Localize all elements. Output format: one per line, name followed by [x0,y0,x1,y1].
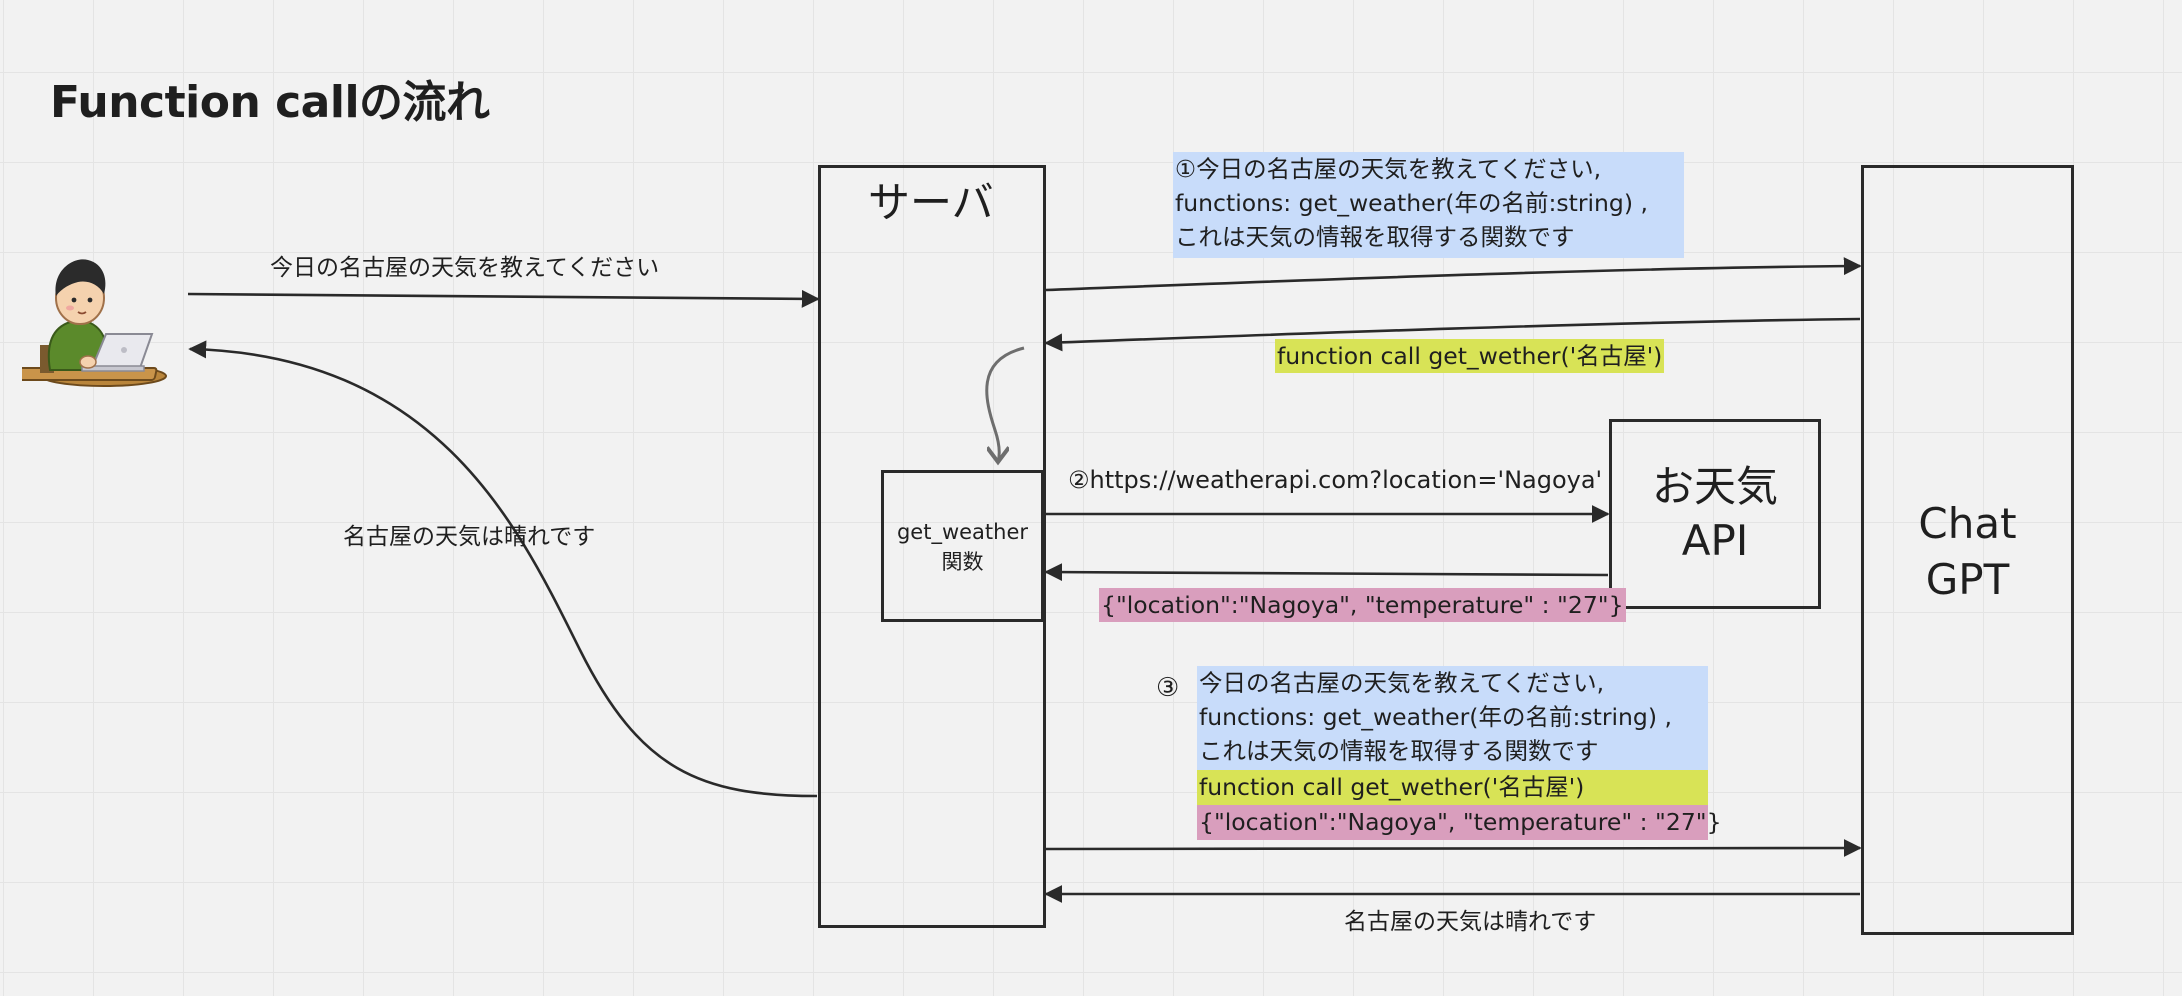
arrow-server-to-user [188,340,818,798]
user-request-label: 今日の名古屋の天気を教えてください [270,255,660,281]
step3-pink-note: {"location":"Nagoya", "temperature" : "2… [1197,805,1722,840]
user-response-label: 名古屋の天気は晴れです [343,524,596,550]
server-label: サーバ [868,178,994,227]
function-box [881,470,1044,622]
person-at-laptop-icon [22,259,167,387]
chatgpt-label: Chat GPT [1918,499,2017,604]
arrow-gpt-to-server-1 [1044,317,1861,352]
api-result-note: {"location":"Nagoya", "temperature" : "2… [1099,588,1626,622]
arrow-server-to-gpt-2 [1045,839,1862,858]
arrow-internal-call [985,346,1025,462]
arrow-user-to-server [187,289,820,308]
step2-url-label: ②https://weatherapi.com?location='Nagoya… [1068,466,1603,494]
step3-marker: ③ [1156,673,1180,703]
gpt-response-label: 名古屋の天気は晴れです [1344,909,1597,935]
step3-blue-note: 今日の名古屋の天気を教えてください, functions: get_weathe… [1197,666,1708,770]
arrow-server-to-gpt-1 [1045,257,1862,292]
step3-yellow-note: function call get_wether('名古屋') [1197,770,1708,805]
weather-api-box [1609,419,1821,609]
function-label: get_weather 関数 [896,520,1029,574]
arrow-api-to-server [1044,563,1609,582]
server-box [818,165,1046,928]
page-title: Function callの流れ [50,77,490,128]
function-call-note: function call get_wether('名古屋') [1275,339,1665,373]
step1-note: ①今日の名古屋の天気を教えてください, functions: get_weath… [1173,152,1684,258]
weather-api-label: お天気 API [1651,462,1778,565]
chatgpt-box [1861,165,2074,935]
